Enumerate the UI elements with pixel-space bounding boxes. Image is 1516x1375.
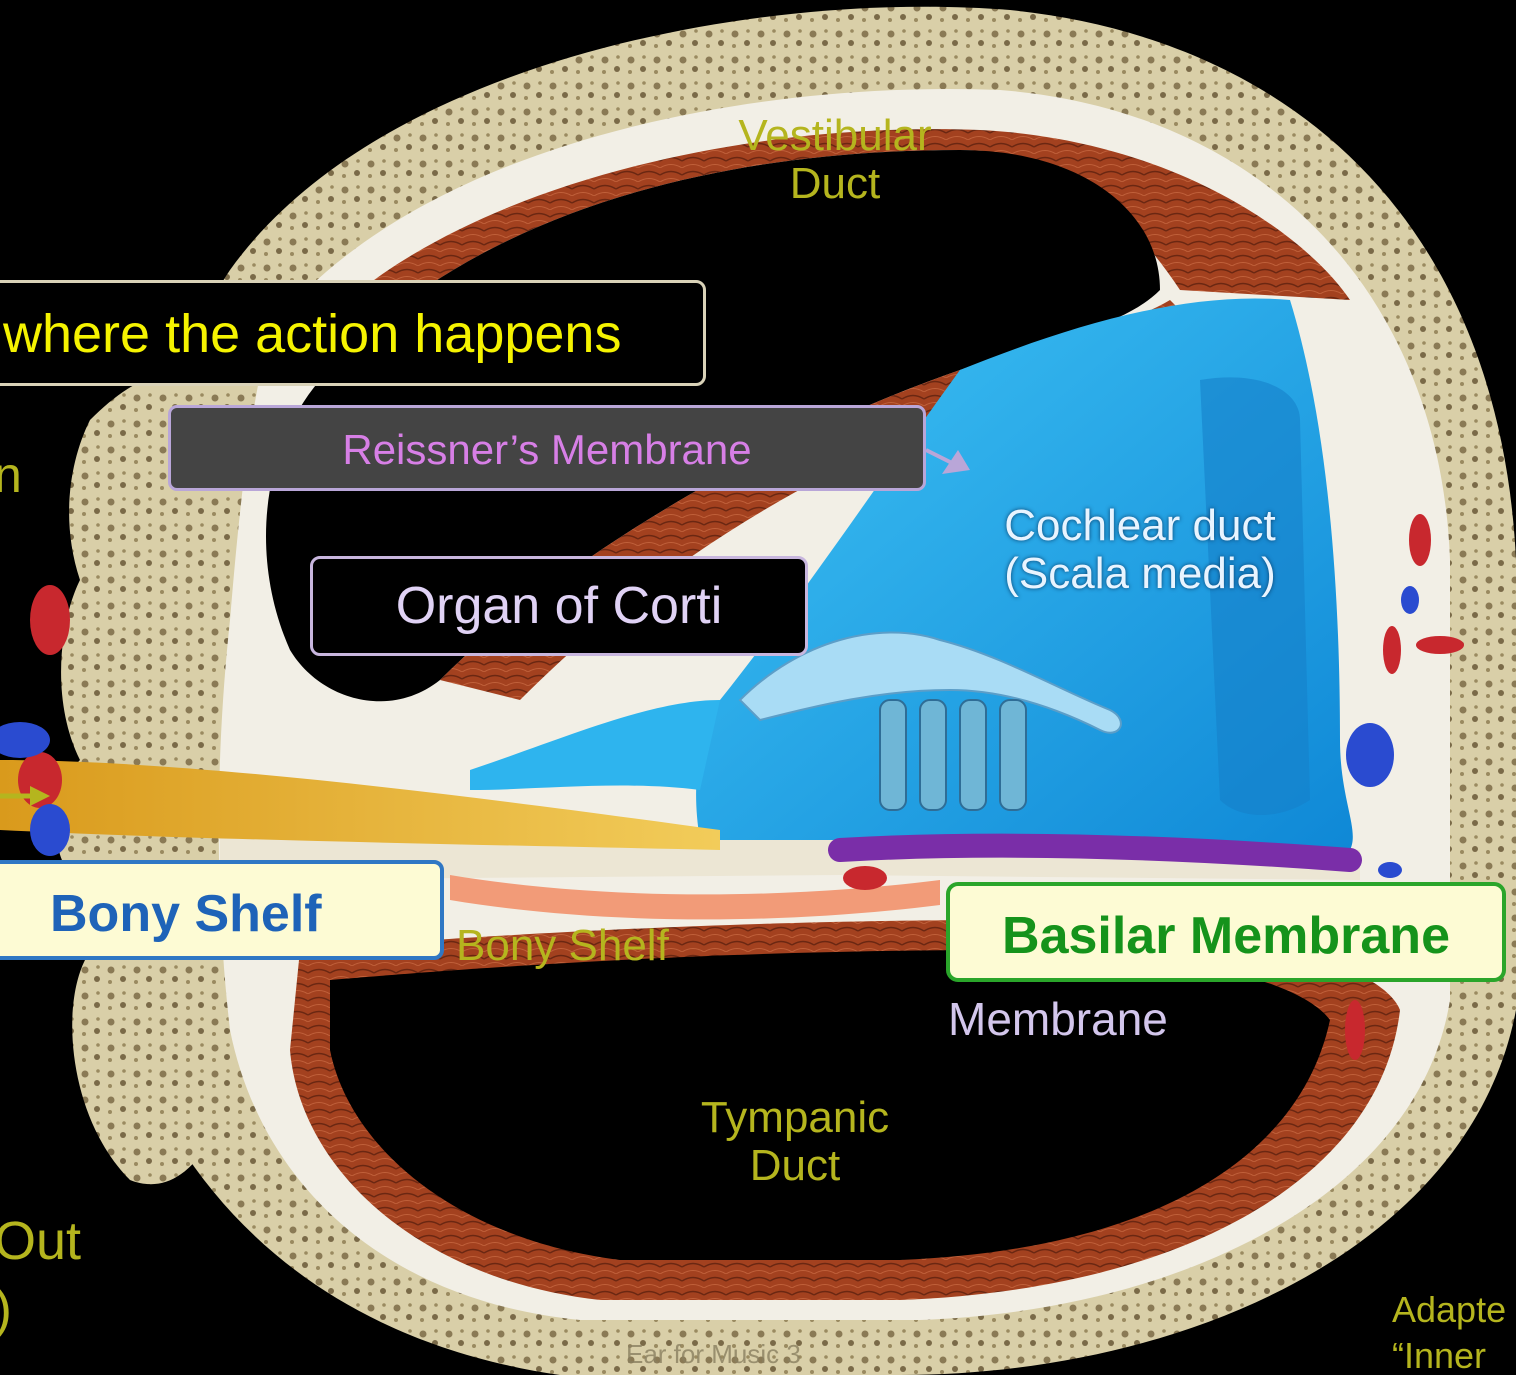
callout-bony-shelf: Bony Shelf — [0, 860, 444, 960]
callout-basilar: Basilar Membrane — [946, 882, 1506, 982]
bony-shelf-plain-label: Bony Shelf — [456, 922, 669, 970]
left-fragment-n: n — [0, 448, 22, 503]
credit-line-1: Adapte — [1392, 1290, 1506, 1330]
left-fragment-paren: ) — [0, 1280, 12, 1339]
basilar-highlight-line — [840, 846, 1350, 860]
vestibular-duct-label: Vestibular Duct — [720, 112, 950, 209]
callout-action-text: where the action happens — [3, 303, 621, 365]
callout-reissner: Reissner’s Membrane — [168, 405, 926, 491]
callout-corti: Organ of Corti — [310, 556, 808, 656]
tympanic-duct-label: Tympanic Duct — [680, 1094, 910, 1191]
callout-bony-shelf-text: Bony Shelf — [50, 884, 322, 944]
footer-text: Ear for Music 3 — [626, 1340, 801, 1369]
callout-corti-text: Organ of Corti — [396, 576, 723, 636]
left-fragment-out: Out — [0, 1212, 81, 1271]
membrane-fragment-label: Membrane — [948, 994, 1168, 1045]
callout-action: where the action happens — [0, 280, 706, 386]
callout-reissner-text: Reissner’s Membrane — [342, 426, 751, 474]
callout-basilar-text: Basilar Membrane — [1002, 906, 1450, 966]
credit-line-2: “Inner — [1392, 1336, 1486, 1375]
cochlear-duct-label: Cochlear duct (Scala media) — [970, 502, 1310, 599]
